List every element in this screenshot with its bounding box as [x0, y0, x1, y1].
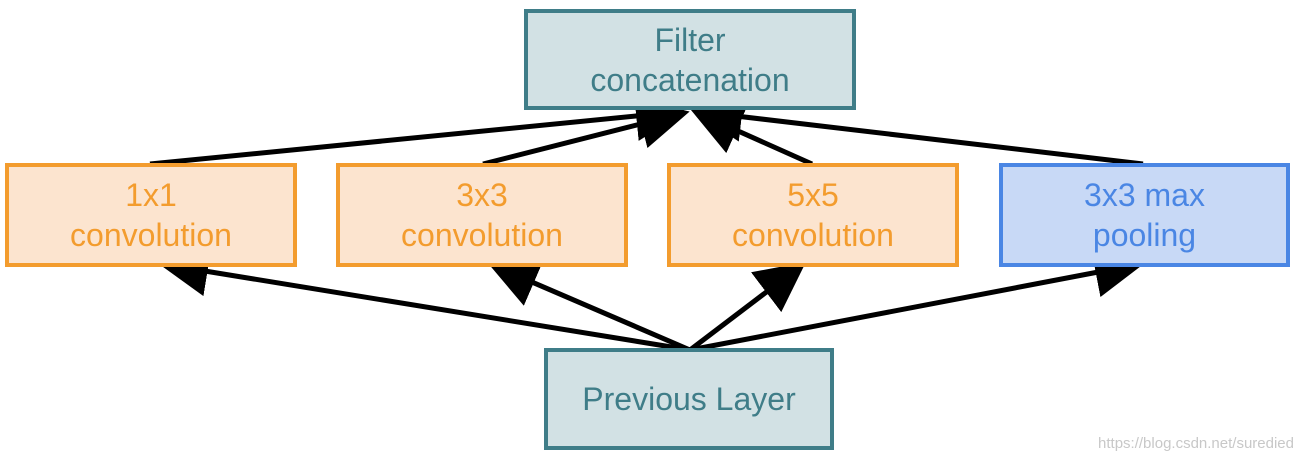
conv-1x1-box: 1x1 convolution — [5, 163, 297, 267]
max-pooling-box: 3x3 max pooling — [999, 163, 1290, 267]
arrow-3x3-to-concat — [482, 99, 690, 167]
arrow-maxpool-to-concat — [692, 91, 1144, 167]
conv-3x3-box: 3x3 convolution — [336, 163, 628, 267]
arrow-prev-to-maxpool — [689, 247, 1145, 353]
max-pooling-label-line1: 3x3 max — [1084, 177, 1205, 213]
arrow-1x1-to-concat — [149, 91, 686, 167]
filter-concatenation-label-line2: concatenation — [590, 61, 790, 98]
conv-1x1-label-line1: 1x1 — [125, 177, 177, 213]
conv-1x1-label-line2: convolution — [70, 217, 232, 253]
filter-concatenation-box: Filter concatenation — [524, 9, 856, 110]
conv-3x3-label-line1: 3x3 — [456, 177, 508, 213]
arrow-prev-to-3x3 — [487, 259, 691, 353]
previous-layer-label: Previous Layer — [582, 381, 796, 417]
filter-concatenation-label-line1: Filter — [654, 21, 726, 58]
conv-3x3-label-line2: convolution — [401, 217, 563, 253]
arrow-prev-to-5x5 — [688, 261, 806, 352]
conv-5x5-box: 5x5 convolution — [667, 163, 959, 267]
previous-layer-box: Previous Layer — [544, 348, 834, 450]
arrow-prev-to-1x1 — [158, 246, 691, 353]
conv-5x5-label-line1: 5x5 — [787, 177, 839, 213]
conv-5x5-label-line2: convolution — [732, 217, 894, 253]
max-pooling-label-line2: pooling — [1092, 217, 1197, 253]
watermark-text: https://blog.csdn.net/suredied — [1098, 435, 1294, 452]
